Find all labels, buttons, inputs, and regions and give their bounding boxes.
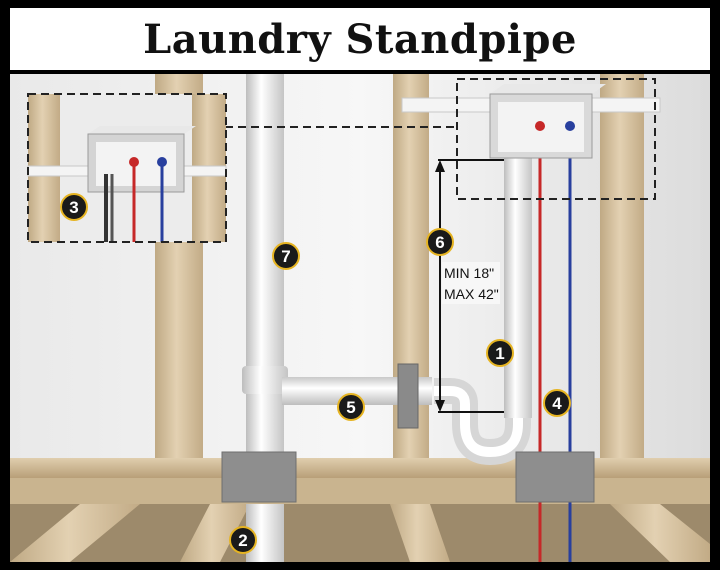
inset-box-top — [88, 126, 196, 134]
callout-badge-1: 1 — [486, 339, 514, 367]
callout-badge-5: 5 — [337, 393, 365, 421]
floor-joist — [10, 504, 140, 562]
detail-inset-border — [27, 93, 227, 243]
callout-badge-3: 3 — [60, 193, 88, 221]
floor-joist — [390, 504, 450, 562]
callout-number: 5 — [346, 398, 355, 417]
dimension-arrow-up — [435, 160, 445, 172]
bottom-plate — [10, 458, 710, 478]
callout-number: 2 — [238, 531, 247, 550]
callout-badge-4: 4 — [543, 389, 571, 417]
callout-number: 3 — [69, 198, 78, 217]
subfloor — [10, 478, 710, 504]
floor-joist — [610, 504, 710, 562]
title-bar: Laundry Standpipe — [10, 8, 710, 70]
floor-access-plate — [515, 451, 595, 503]
dimension-label-bg — [442, 262, 500, 304]
wall-stud — [600, 74, 644, 464]
callout-number: 7 — [281, 247, 290, 266]
vent-stack-pipe — [246, 74, 284, 374]
drain-pipe — [246, 394, 284, 454]
diagram-title: Laundry Standpipe — [143, 15, 577, 63]
hot-valve-icon — [535, 121, 545, 131]
callout-number: 4 — [552, 394, 562, 413]
outlet-box-highlight — [456, 78, 656, 200]
inset-hot-valve-icon — [129, 157, 139, 167]
stud-protection-plate — [397, 363, 419, 429]
dimension-arrow-down — [435, 400, 445, 412]
floor-joist — [180, 504, 250, 562]
cold-valve-icon — [565, 121, 575, 131]
callout-number: 6 — [435, 233, 444, 252]
dimension-max-label: MAX 42" — [444, 286, 499, 302]
inset-cold-valve-icon — [157, 157, 167, 167]
callout-badge-6: 6 — [426, 228, 454, 256]
p-trap-highlight — [434, 386, 523, 458]
standpipe-illustration: MIN 18" MAX 42" 1 2 3 4 5 6 7 — [10, 74, 710, 562]
sanitary-tee — [242, 366, 288, 394]
callout-number: 1 — [495, 344, 504, 363]
floor-access-plate — [221, 451, 297, 503]
standpipe — [504, 158, 532, 418]
outlet-box-top — [490, 84, 606, 94]
dimension-min-label: MIN 18" — [444, 265, 494, 281]
callout-badge-2: 2 — [229, 526, 257, 554]
callout-badge-7: 7 — [272, 242, 300, 270]
